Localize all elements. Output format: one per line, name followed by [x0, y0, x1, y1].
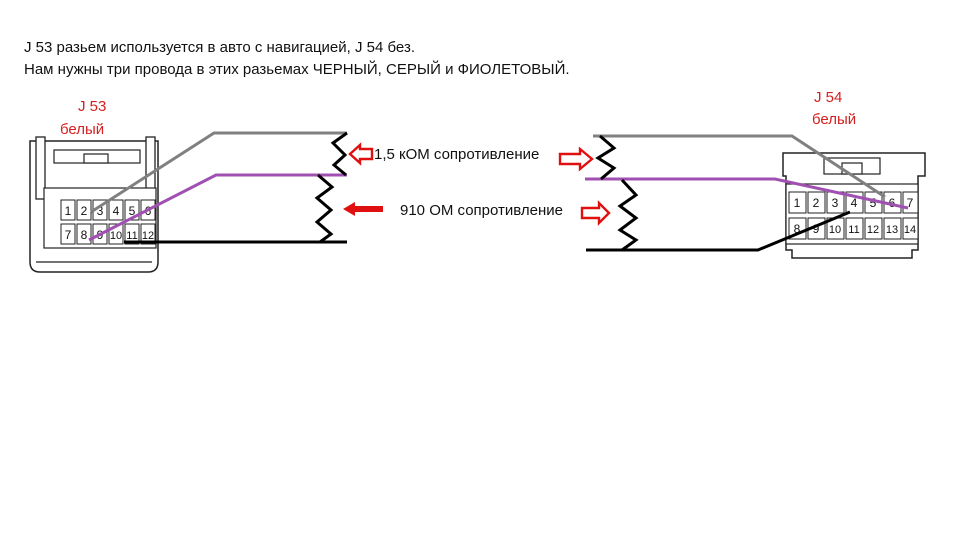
j54-pin-2: 2	[813, 196, 820, 210]
j53-color-label: белый	[60, 121, 105, 138]
j54-pin-13: 13	[886, 224, 898, 236]
j53-latch-left	[35, 136, 46, 200]
j54-pin-10: 10	[829, 224, 841, 236]
left-purple-wire	[88, 173, 347, 242]
j54-pin-6: 6	[889, 196, 896, 210]
header-line-2: Нам нужны три провода в этих разьемах ЧЕ…	[24, 61, 570, 78]
left-gray-wire	[90, 131, 347, 214]
connector-j53: 1 2 3 4 5 6 7 8 9 10 11 12	[29, 136, 159, 273]
j54-pin-3: 3	[832, 196, 839, 210]
wires-left	[88, 131, 348, 244]
resistor-4-zigzag	[617, 178, 639, 252]
right-purple-wire	[585, 177, 909, 210]
j54-pin-9: 9	[813, 222, 820, 236]
arrow-right-2-icon	[580, 200, 611, 226]
j53-pin-row-bottom: 7 8 9 10 11 12	[60, 223, 156, 245]
resistor-1-zigzag	[330, 131, 348, 177]
j54-name-label: J 54	[814, 89, 843, 106]
resistor-2-label: 910 ОМ сопротивление	[400, 202, 563, 219]
j54-pin-14: 14	[904, 224, 916, 236]
j53-pin-12: 12	[142, 230, 154, 242]
j53-pin-1: 1	[65, 204, 72, 218]
j53-pin-2: 2	[81, 204, 88, 218]
arrow-right-icon	[558, 146, 594, 172]
j54-pin-4: 4	[851, 196, 858, 210]
j53-top-key-inner	[83, 153, 109, 164]
j53-pin-4: 4	[113, 204, 120, 218]
j54-pin-7: 7	[907, 196, 914, 210]
j53-pin-8: 8	[81, 228, 88, 242]
j53-name-label: J 53	[78, 98, 107, 115]
arrow-left-icon	[348, 142, 374, 166]
j54-pin-12: 12	[867, 224, 879, 236]
arrows	[343, 142, 611, 226]
j53-pin-5: 5	[129, 204, 136, 218]
resistor-3-zigzag	[595, 134, 617, 181]
j54-pin-8: 8	[794, 222, 801, 236]
j54-pin-1: 1	[794, 196, 801, 210]
wires-right	[585, 134, 909, 252]
right-gray-wire	[593, 134, 886, 199]
j53-pin-11: 11	[126, 230, 137, 242]
j54-pin-5: 5	[870, 196, 877, 210]
resistor-2-zigzag	[314, 173, 335, 244]
right-black-wire	[586, 210, 851, 252]
j53-pin-3: 3	[97, 204, 104, 218]
connector-j54: 1 2 3 4 5 6 7 8 9 10 11 12 13 14	[782, 152, 926, 259]
arrow-left-solid-icon	[343, 202, 383, 216]
j53-pin-7: 7	[65, 228, 72, 242]
j53-pin-10: 10	[110, 230, 122, 242]
resistor-1-label: 1,5 кОМ сопротивление	[374, 146, 540, 163]
j54-color-label: белый	[812, 111, 857, 128]
header-line-1: J 53 разьем используется в авто с навига…	[24, 39, 415, 56]
j54-pin-11: 11	[848, 224, 859, 236]
j54-pin-row-bottom: 8 9 10 11 12 13 14	[788, 217, 919, 240]
